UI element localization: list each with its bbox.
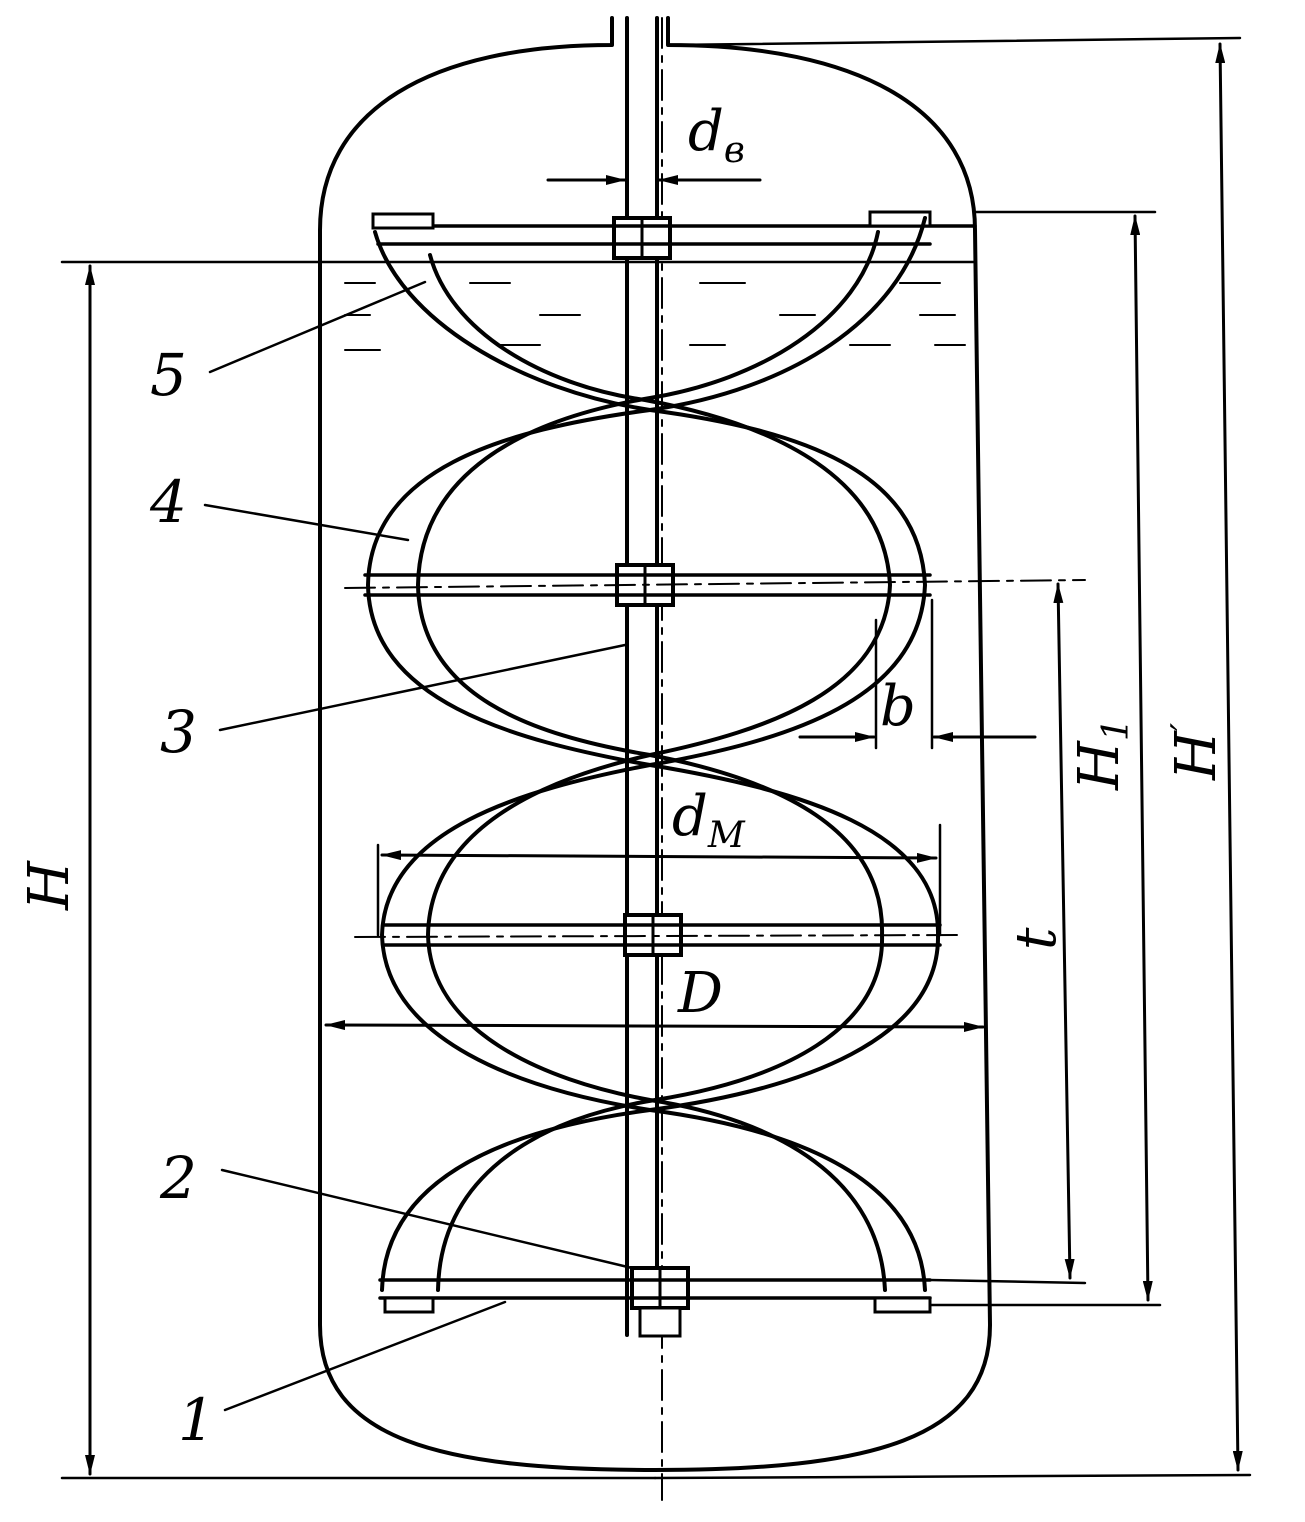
- label-dm: dM: [672, 784, 746, 856]
- helical-ribbon-1: [373, 230, 927, 1292]
- callout-4: 4: [149, 468, 187, 536]
- liquid-level: [318, 260, 977, 351]
- hub-top: [612, 216, 672, 260]
- vessel-shell: [318, 16, 992, 1472]
- dimension-dm: [376, 823, 942, 937]
- arm-lower-middle: [354, 923, 961, 947]
- dimension-D: [324, 1020, 985, 1032]
- dimension-t: [928, 582, 1087, 1285]
- arm-upper-middle: [344, 573, 1086, 597]
- helical-ribbon-2: [366, 216, 941, 1292]
- callout-2: 2: [159, 1144, 197, 1212]
- callout-3: 3: [160, 698, 197, 766]
- dimension-H-prime: [653, 36, 1252, 1480]
- hub-bottom: [630, 1266, 690, 1338]
- callout-labels: 1 2 3 4 5: [149, 341, 215, 1454]
- label-b: b: [880, 674, 916, 739]
- label-t: t: [1004, 927, 1069, 950]
- label-dv: dв: [688, 99, 745, 171]
- arm-top: [371, 210, 977, 246]
- label-H1: H1: [1067, 718, 1137, 791]
- label-H-prime: H′: [1164, 723, 1229, 781]
- dimension-H1: [928, 210, 1162, 1307]
- callout-1: 1: [178, 1386, 215, 1454]
- label-H: H: [17, 860, 82, 911]
- arm-bottom: [378, 1278, 932, 1314]
- dimension-b: [798, 598, 1037, 750]
- callout-5: 5: [150, 341, 187, 409]
- dimension-H: [60, 260, 657, 1480]
- dimension-labels: H H1 H′ t b D dM dв: [17, 99, 1229, 1026]
- label-D: D: [677, 961, 723, 1026]
- callout-leaders: [203, 280, 634, 1412]
